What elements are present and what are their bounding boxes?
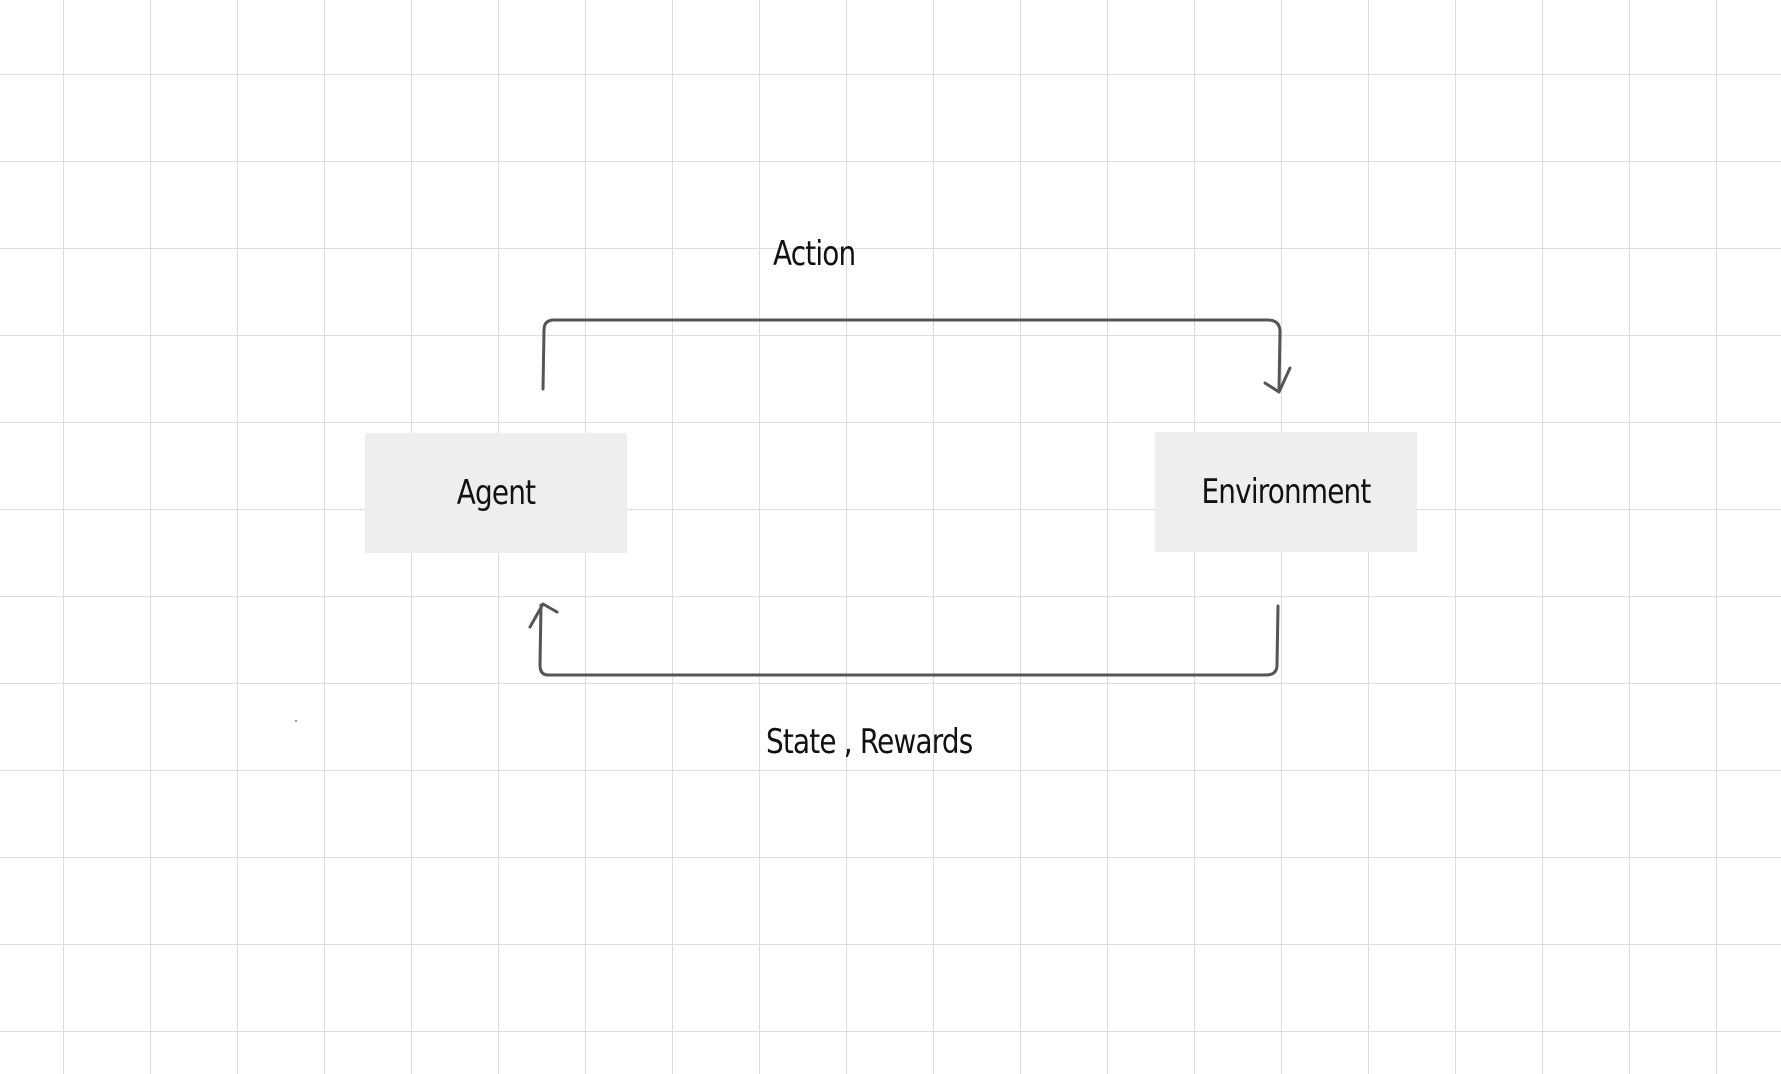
agent-node-box[interactable]	[365, 433, 627, 553]
environment-node-label: Environment	[1201, 472, 1371, 512]
agent-node-label: Agent	[456, 473, 536, 513]
action-edge-label: Action	[773, 234, 856, 274]
stray-dot	[295, 720, 297, 722]
state-rewards-edge-label: State , Rewards	[766, 722, 973, 762]
action-connector[interactable]	[541, 318, 1282, 393]
state-rewards-arrowhead-icon	[528, 602, 559, 629]
action-arrowhead-icon	[1263, 366, 1292, 394]
state-rewards-connector[interactable]	[538, 603, 1280, 677]
environment-node-box[interactable]	[1155, 432, 1417, 552]
